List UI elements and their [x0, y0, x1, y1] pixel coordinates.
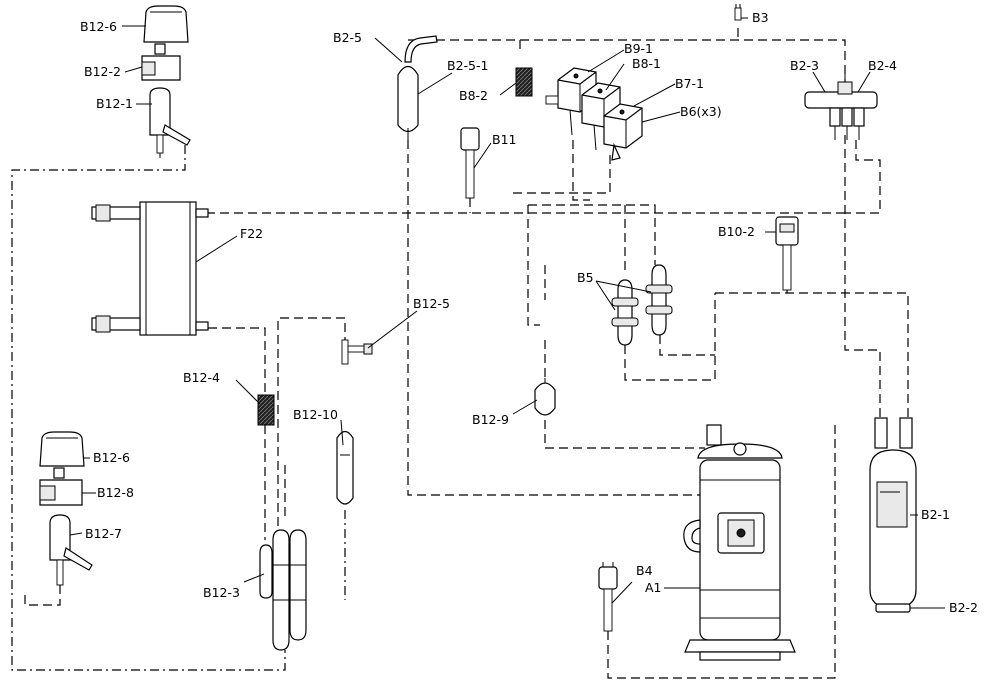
valve-b12-1 — [149, 87, 191, 158]
solenoid-valve-b9-1 — [545, 67, 597, 136]
label-b2-5: B2-5 — [333, 30, 362, 45]
label-b12-6-bottom: B12-6 — [93, 450, 130, 465]
label-b8-2: B8-2 — [459, 88, 488, 103]
compressor-a1 — [683, 424, 796, 661]
label-b12-6-top: B12-6 — [80, 19, 117, 34]
label-b2-5-1: B2-5-1 — [447, 58, 488, 73]
coil-cap-b12-6-top — [143, 5, 189, 43]
filter-b12-4 — [257, 394, 275, 426]
accumulator-b2-5 — [397, 35, 438, 140]
temperature-sensor-b4 — [598, 562, 618, 632]
check-valve-b5-left — [611, 279, 639, 346]
receiver-b12-10 — [336, 430, 354, 505]
receiver-b12-9 — [534, 378, 556, 416]
label-b5: B5 — [577, 270, 594, 285]
label-b3: B3 — [752, 10, 769, 25]
check-valve-b5-right — [645, 264, 673, 336]
filter-b8-2 — [515, 67, 533, 97]
label-b2-2: B2-2 — [949, 600, 978, 615]
label-b9-1: B9-1 — [624, 41, 653, 56]
four-way-valve-b2-3-b2-4 — [804, 72, 878, 140]
temperature-sensor-b3 — [734, 4, 742, 21]
valve-b12-7 — [49, 514, 93, 586]
label-a1: A1 — [645, 580, 662, 595]
label-b12-5: B12-5 — [413, 296, 450, 311]
label-b12-1: B12-1 — [96, 96, 133, 111]
coil-exchanger-b12-3 — [259, 529, 307, 651]
label-b2-3: B2-3 — [790, 58, 819, 73]
label-b7-1: B7-1 — [675, 76, 704, 91]
label-b2-4: B2-4 — [868, 58, 897, 73]
label-b12-8: B12-8 — [97, 485, 134, 500]
label-b12-9: B12-9 — [472, 412, 509, 427]
service-port-b12-5 — [341, 339, 373, 365]
label-b12-4: B12-4 — [183, 370, 220, 385]
pressure-sensor-b11 — [460, 127, 480, 199]
label-b10-2: B10-2 — [718, 224, 755, 239]
label-b12-10: B12-10 — [293, 407, 338, 422]
coil-b12-2 — [141, 43, 181, 81]
label-b6: B6(x3) — [680, 104, 722, 119]
label-b11: B11 — [492, 132, 516, 147]
separator-b2-1 — [869, 417, 917, 613]
label-b12-3: B12-3 — [203, 585, 240, 600]
solenoid-valve-b7-1 — [603, 103, 643, 161]
label-b8-1: B8-1 — [632, 56, 661, 71]
label-b12-7: B12-7 — [85, 526, 122, 541]
label-b2-1: B2-1 — [921, 507, 950, 522]
label-f22: F22 — [240, 226, 263, 241]
label-b12-2: B12-2 — [84, 64, 121, 79]
coil-b12-8 — [39, 467, 83, 506]
leader-lines — [69, 17, 945, 609]
label-b4: B4 — [636, 563, 653, 578]
coil-cap-b12-6-bottom — [39, 431, 85, 467]
heat-exchanger-f22 — [91, 201, 209, 336]
labels: B12-6 B12-2 B12-1 B2-5 B2-5-1 B8-2 B9-1 … — [80, 10, 978, 615]
pressure-sensor-b10-2 — [775, 216, 799, 291]
